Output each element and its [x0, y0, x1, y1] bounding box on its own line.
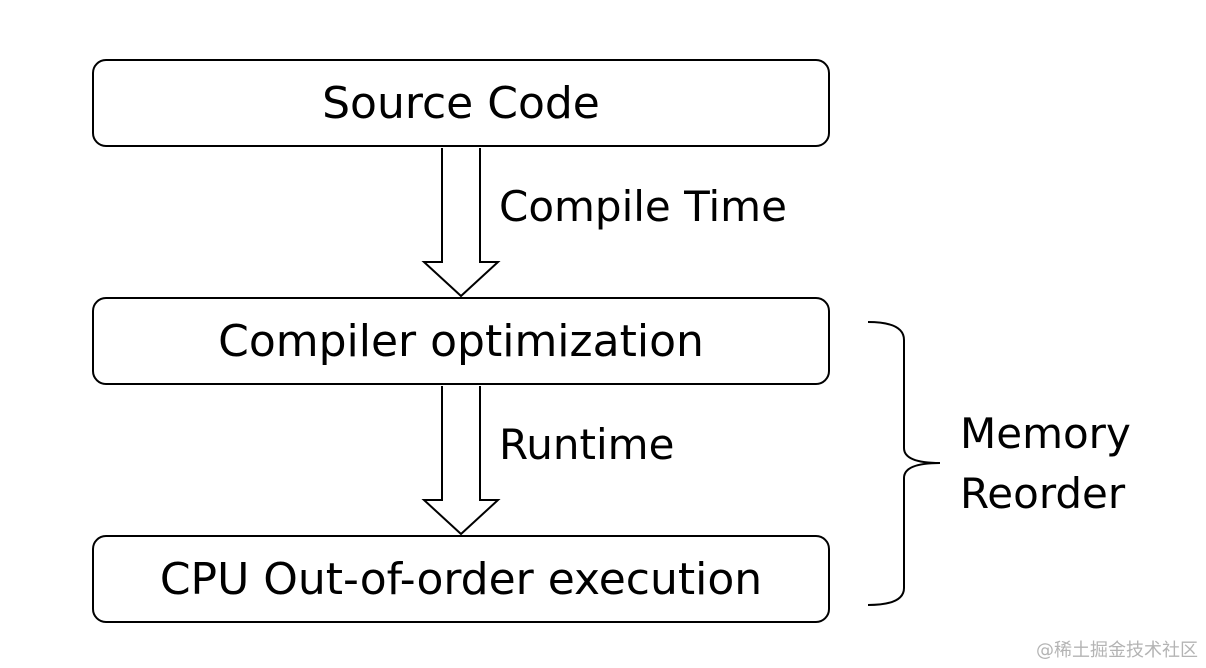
memory-reorder-line2: Reorder: [960, 469, 1126, 518]
cpu-out-of-order-box: CPU Out-of-order execution: [92, 535, 830, 623]
runtime-label: Runtime: [499, 420, 675, 469]
compiler-optimization-box: Compiler optimization: [92, 297, 830, 385]
source-code-label: Source Code: [322, 77, 600, 129]
compile-time-arrow: [421, 148, 501, 298]
memory-reorder-brace: [867, 321, 941, 606]
compiler-optimization-label: Compiler optimization: [218, 315, 704, 367]
compile-time-label: Compile Time: [499, 182, 787, 231]
watermark: @稀土掘金技术社区: [1036, 640, 1198, 661]
memory-reorder-line1: Memory: [960, 409, 1131, 458]
source-code-box: Source Code: [92, 59, 830, 147]
memory-reorder-label: Memory Reorder: [960, 404, 1131, 524]
cpu-out-of-order-label: CPU Out-of-order execution: [159, 553, 763, 605]
runtime-arrow: [421, 386, 501, 536]
